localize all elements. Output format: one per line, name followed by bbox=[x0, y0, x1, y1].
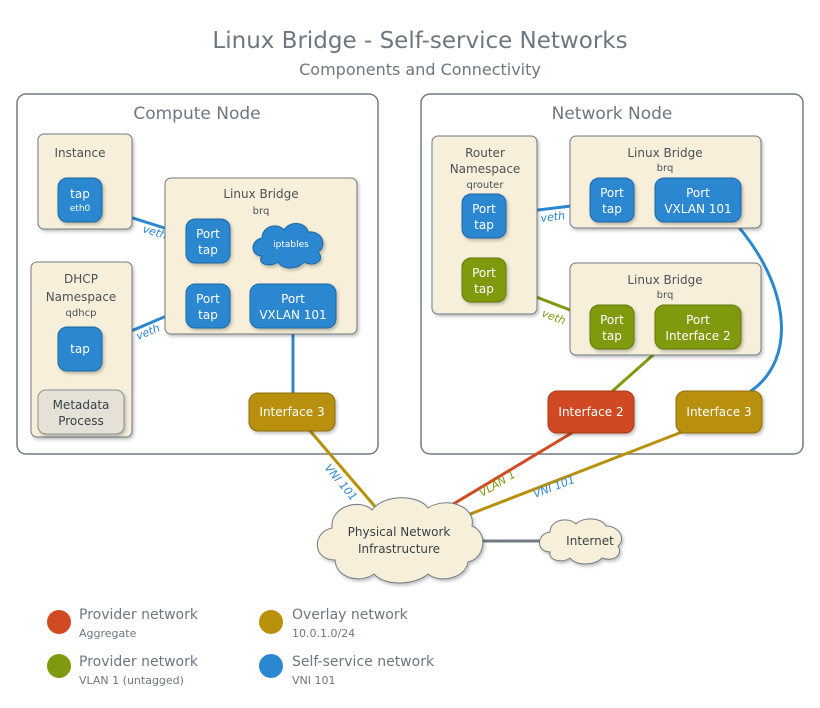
legend-sub-3: VLAN 1 (untagged) bbox=[79, 674, 184, 687]
legend-dot-self-service bbox=[259, 654, 283, 678]
router-title-2: Namespace bbox=[450, 162, 521, 176]
compute-vxlan-line1: Port bbox=[281, 292, 305, 306]
network-bridge-1-title: Linux Bridge bbox=[627, 146, 702, 160]
instance-tap[interactable] bbox=[57, 177, 103, 223]
nb2-port-line2: tap bbox=[602, 329, 622, 343]
compute-bridge-sub: brq bbox=[253, 206, 270, 217]
dhcp-title-2: Namespace bbox=[46, 290, 117, 304]
compute-vxlan-line2: VXLAN 101 bbox=[259, 308, 326, 322]
router-title-1: Router bbox=[465, 146, 505, 160]
network-interface-3-label: Interface 3 bbox=[686, 405, 751, 419]
legend-title-2: Overlay network bbox=[292, 607, 409, 623]
physical-network-line-1: Physical Network bbox=[348, 525, 451, 539]
network-bridge-1-port-tap[interactable] bbox=[589, 177, 635, 223]
compute-port2-line2: tap bbox=[198, 308, 218, 322]
router-sub: qrouter bbox=[467, 180, 505, 191]
legend-dot-overlay bbox=[259, 610, 283, 634]
nb2-port-line1: Port bbox=[600, 313, 624, 327]
network-interface-3[interactable] bbox=[675, 390, 763, 434]
compute-bridge-title: Linux Bridge bbox=[223, 187, 298, 201]
network-bridge-2-interface-port[interactable] bbox=[654, 304, 742, 350]
network-interface-2[interactable] bbox=[547, 390, 635, 434]
vlan-label: VLAN 1 bbox=[477, 468, 518, 500]
nb2-iface-line2: Interface 2 bbox=[665, 329, 730, 343]
router-port1-line2: tap bbox=[474, 218, 494, 232]
nb1-port-line2: tap bbox=[602, 202, 622, 216]
dhcp-sub: qdhcp bbox=[66, 308, 97, 319]
compute-node-title: Compute Node bbox=[133, 104, 260, 124]
nb1-vxlan-line2: VXLAN 101 bbox=[664, 202, 731, 216]
router-port-2[interactable] bbox=[461, 257, 507, 303]
network-node-title: Network Node bbox=[552, 104, 673, 124]
legend-sub-1: Aggregate bbox=[79, 627, 137, 640]
compute-overlay-link bbox=[303, 424, 380, 511]
compute-port1-line2: tap bbox=[198, 243, 218, 257]
compute-port2-line1: Port bbox=[196, 292, 220, 306]
compute-vxlan-port[interactable] bbox=[249, 283, 337, 329]
diagram-subtitle: Components and Connectivity bbox=[299, 60, 541, 79]
diagram-title: Linux Bridge - Self-service Networks bbox=[212, 28, 627, 54]
internet-cloud bbox=[539, 518, 622, 565]
router-port2-line1: Port bbox=[472, 266, 496, 280]
compute-interface-3-label: Interface 3 bbox=[259, 405, 324, 419]
instance-title: Instance bbox=[54, 146, 105, 160]
dhcp-tap-label: tap bbox=[70, 342, 90, 356]
legend-sub-2: 10.0.1.0/24 bbox=[292, 627, 355, 640]
network-bridge-2-sub: brq bbox=[657, 290, 674, 301]
router-port2-line2: tap bbox=[474, 282, 494, 296]
iptables-label: iptables bbox=[273, 240, 309, 250]
metadata-line-2: Process bbox=[58, 414, 104, 428]
legend-title-1: Provider network bbox=[79, 607, 199, 623]
network-interface-2-label: Interface 2 bbox=[558, 405, 623, 419]
dhcp-title-1: DHCP bbox=[64, 272, 98, 286]
router-port1-line1: Port bbox=[472, 202, 496, 216]
network-bridge-2-port-tap[interactable] bbox=[589, 304, 635, 350]
compute-interface-3[interactable] bbox=[248, 392, 336, 432]
veth-label-network-1: veth bbox=[540, 209, 566, 225]
dhcp-tap[interactable] bbox=[57, 326, 103, 372]
nb2-iface-line1: Port bbox=[686, 313, 710, 327]
network-bridge-1-sub: brq bbox=[657, 163, 674, 174]
legend-title-4: Self-service network bbox=[292, 654, 435, 670]
compute-bridge-port-2[interactable] bbox=[185, 283, 231, 329]
instance-tap-label: tap bbox=[70, 187, 90, 201]
vxlan-interface3-link bbox=[726, 213, 783, 395]
metadata-process-box[interactable] bbox=[37, 389, 125, 435]
compute-port1-line1: Port bbox=[196, 227, 220, 241]
vni-label-right: VNI 101 bbox=[531, 473, 576, 501]
compute-bridge-port-1[interactable] bbox=[185, 218, 231, 264]
legend-sub-4: VNI 101 bbox=[292, 674, 336, 687]
physical-network-line-2: Infrastructure bbox=[358, 542, 440, 556]
provider-aggregate-link bbox=[439, 426, 581, 514]
legend-dot-provider-aggregate bbox=[47, 610, 71, 634]
network-bridge-2-title: Linux Bridge bbox=[627, 273, 702, 287]
network-bridge-1-vxlan-port[interactable] bbox=[654, 177, 742, 223]
router-port-1[interactable] bbox=[461, 193, 507, 239]
nb1-port-line1: Port bbox=[600, 186, 624, 200]
network-overlay-link bbox=[459, 423, 701, 520]
legend-title-3: Provider network bbox=[79, 654, 199, 670]
legend-dot-provider-vlan bbox=[47, 654, 71, 678]
iptables-cloud[interactable] bbox=[252, 223, 324, 269]
metadata-line-1: Metadata bbox=[53, 398, 110, 412]
physical-network-cloud bbox=[316, 497, 484, 584]
instance-tap-sub: eth0 bbox=[70, 204, 91, 214]
legend: Provider network Aggregate Overlay netwo… bbox=[47, 607, 435, 687]
internet-label: Internet bbox=[566, 534, 614, 548]
nb1-vxlan-line1: Port bbox=[686, 186, 710, 200]
